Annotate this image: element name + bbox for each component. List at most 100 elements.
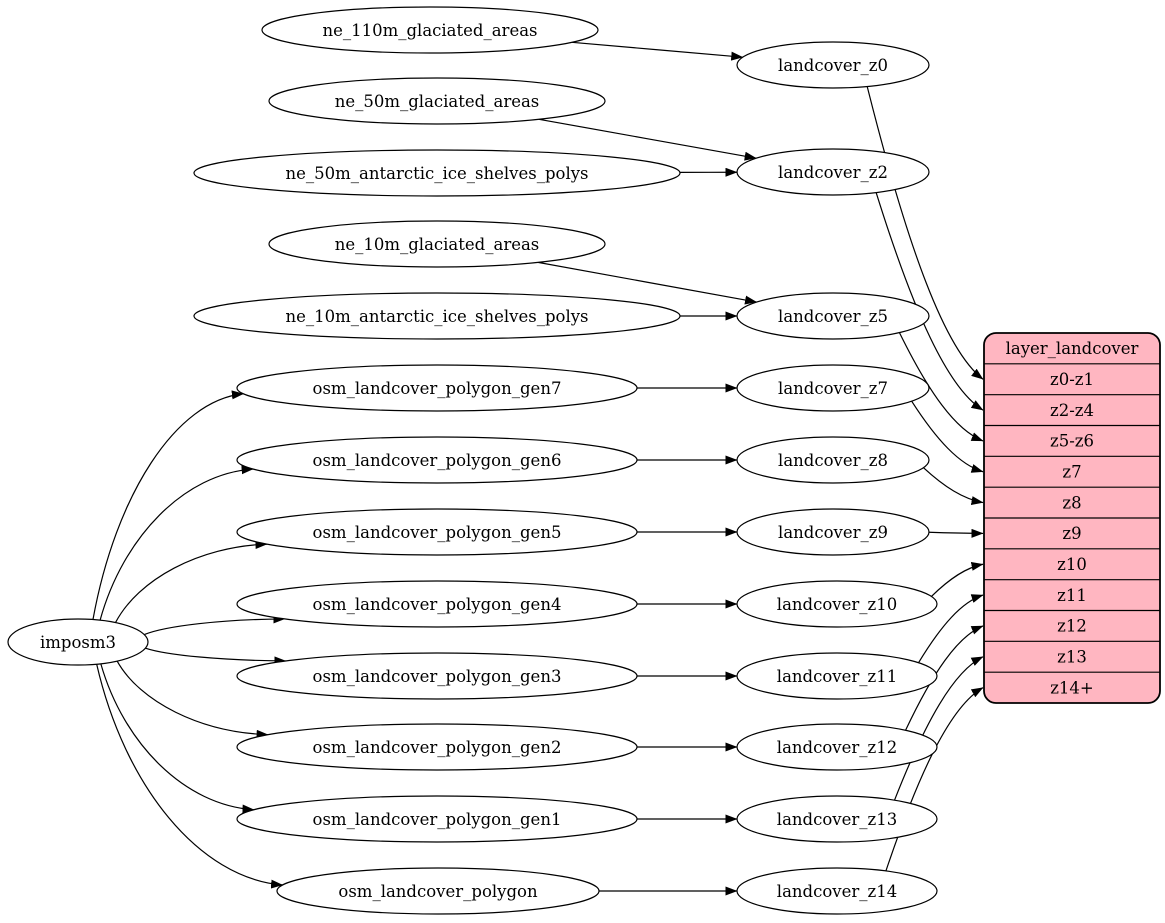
osm_landcover_polygon_gen7-ellipse [236, 364, 638, 412]
osm_landcover_polygon_gen2-label: osm_landcover_polygon_gen2 [313, 738, 562, 757]
edge-landcover_z11-to-z11 [918, 594, 984, 664]
landcover_z10-label: landcover_z10 [777, 595, 897, 614]
node-landcover_z5: landcover_z5 [736, 292, 930, 340]
node-ne_110m_glaciated_areas: ne_110m_glaciated_areas [261, 6, 599, 54]
edge-landcover_z5-to-z5-z6 [898, 332, 984, 442]
table-layer_landcover: layer_landcoverz0-z1z2-z4z5-z6z7z8z9z10z… [983, 332, 1161, 704]
table-row-z9: z9 [1062, 524, 1081, 543]
osm_landcover_polygon-ellipse [276, 867, 600, 915]
ne_50m_antarctic_ice_shelves_polys-label: ne_50m_antarctic_ice_shelves_polys [285, 164, 588, 183]
node-osm_landcover_polygon_gen3: osm_landcover_polygon_gen3 [236, 652, 638, 700]
node-landcover_z2: landcover_z2 [736, 148, 930, 196]
edge-imposm3-to-osm_landcover_polygon_gen7 [92, 390, 244, 620]
edge-imposm3-to-osm_landcover_polygon_gen1 [100, 663, 255, 814]
node-landcover_z13: landcover_z13 [736, 795, 938, 843]
osm_landcover_polygon_gen4-ellipse [236, 580, 638, 628]
landcover_z0-ellipse [736, 41, 930, 89]
table-row-z14+: z14+ [1050, 678, 1094, 697]
landcover_z13-ellipse [736, 795, 938, 843]
osm_landcover_polygon_gen1-ellipse [236, 795, 638, 843]
ne_10m_glaciated_areas-label: ne_10m_glaciated_areas [335, 235, 540, 254]
table-row-z2-z4: z2-z4 [1050, 401, 1094, 420]
landcover_z7-label: landcover_z7 [778, 379, 888, 398]
landcover_z14-ellipse [736, 867, 938, 915]
landcover_z5-ellipse [736, 292, 930, 340]
node-landcover_z0: landcover_z0 [736, 41, 930, 89]
node-landcover_z11: landcover_z11 [736, 652, 938, 700]
table-row-z11: z11 [1057, 586, 1087, 605]
ne_10m_glaciated_areas-ellipse [268, 220, 606, 268]
ne_10m_antarctic_ice_shelves_polys-label: ne_10m_antarctic_ice_shelves_polys [285, 307, 588, 326]
edge-landcover_z12-to-z12 [905, 625, 984, 731]
edge-landcover_z8-to-z8 [923, 467, 984, 505]
node-osm_landcover_polygon_gen6: osm_landcover_polygon_gen6 [236, 436, 638, 484]
imposm3-ellipse [7, 618, 149, 666]
osm_landcover_polygon_gen6-ellipse [236, 436, 638, 484]
osm_landcover_polygon-label: osm_landcover_polygon [338, 882, 538, 901]
osm_landcover_polygon_gen5-label: osm_landcover_polygon_gen5 [313, 523, 562, 542]
node-osm_landcover_polygon_gen2: osm_landcover_polygon_gen2 [236, 723, 638, 771]
node-landcover_z7: landcover_z7 [736, 364, 930, 412]
edge-ne_10m_glaciated_areas-to-landcover_z5 [537, 261, 758, 305]
landcover_z14-label: landcover_z14 [777, 882, 897, 901]
landcover_z13-label: landcover_z13 [777, 810, 897, 829]
ne_110m_glaciated_areas-ellipse [261, 6, 599, 54]
landcover_z9-label: landcover_z9 [778, 523, 888, 542]
node-osm_landcover_polygon_gen4: osm_landcover_polygon_gen4 [236, 580, 638, 628]
landcover_z12-ellipse [736, 723, 938, 771]
table-title: layer_landcover [1006, 339, 1139, 358]
edge-landcover_z0-to-z0-z1 [866, 86, 984, 380]
edge-landcover_z13-to-z13 [893, 656, 984, 801]
edge-ne_50m_glaciated_areas-to-landcover_z2 [538, 118, 757, 161]
edge-landcover_z9-to-z9 [928, 528, 984, 538]
table-row-z10: z10 [1057, 555, 1087, 574]
table-row-z13: z13 [1057, 648, 1087, 667]
node-osm_landcover_polygon_gen5: osm_landcover_polygon_gen5 [236, 508, 638, 556]
osm_landcover_polygon_gen4-label: osm_landcover_polygon_gen4 [313, 595, 562, 614]
edge-imposm3-to-osm_landcover_polygon_gen5 [114, 540, 268, 623]
landcover_z9-ellipse [736, 508, 930, 556]
landcover_z8-ellipse [736, 436, 930, 484]
edge-imposm3-to-osm_landcover_polygon_gen2 [116, 660, 269, 739]
node-osm_landcover_polygon_gen7: osm_landcover_polygon_gen7 [236, 364, 638, 412]
landcover_z11-ellipse [736, 652, 938, 700]
ne_50m_glaciated_areas-label: ne_50m_glaciated_areas [335, 92, 540, 111]
landcover_z7-ellipse [736, 364, 930, 412]
edge-ne_110m_glaciated_areas-to-landcover_z0 [571, 41, 744, 61]
node-landcover_z12: landcover_z12 [736, 723, 938, 771]
node-imposm3: imposm3 [7, 618, 149, 666]
edge-landcover_z10-to-z10 [931, 561, 984, 597]
landcover_z11-label: landcover_z11 [777, 667, 897, 686]
osm_landcover_polygon_gen5-ellipse [236, 508, 638, 556]
edge-imposm3-to-osm_landcover_polygon_gen3 [145, 647, 287, 666]
node-ne_10m_antarctic_ice_shelves_polys: ne_10m_antarctic_ice_shelves_polys [193, 292, 681, 340]
table-row-z0-z1: z0-z1 [1050, 370, 1094, 389]
imposm3-label: imposm3 [40, 633, 116, 652]
table-row-z5-z6: z5-z6 [1050, 432, 1094, 451]
osm_landcover_polygon_gen2-ellipse [236, 723, 638, 771]
ne_50m_antarctic_ice_shelves_polys-ellipse [193, 149, 681, 197]
ne_110m_glaciated_areas-label: ne_110m_glaciated_areas [322, 21, 537, 40]
osm_landcover_polygon_gen3-label: osm_landcover_polygon_gen3 [313, 667, 562, 686]
edge-imposm3-to-osm_landcover_polygon [96, 664, 284, 889]
osm_landcover_polygon_gen3-ellipse [236, 652, 638, 700]
node-ne_50m_glaciated_areas: ne_50m_glaciated_areas [268, 77, 606, 125]
edge-imposm3-to-osm_landcover_polygon_gen4 [144, 614, 286, 636]
edges [92, 41, 984, 896]
node-landcover_z14: landcover_z14 [736, 867, 938, 915]
table-row-z12: z12 [1057, 617, 1087, 636]
landcover_z8-label: landcover_z8 [778, 451, 888, 470]
edge-landcover_z2-to-z2-z4 [875, 192, 984, 411]
node-landcover_z8: landcover_z8 [736, 436, 930, 484]
table-row-z8: z8 [1062, 493, 1081, 512]
ne_50m_glaciated_areas-ellipse [268, 77, 606, 125]
node-osm_landcover_polygon: osm_landcover_polygon [276, 867, 600, 915]
node-ne_10m_glaciated_areas: ne_10m_glaciated_areas [268, 220, 606, 268]
osm_landcover_polygon_gen6-label: osm_landcover_polygon_gen6 [313, 451, 562, 470]
ne_10m_antarctic_ice_shelves_polys-ellipse [193, 292, 681, 340]
node-osm_landcover_polygon_gen1: osm_landcover_polygon_gen1 [236, 795, 638, 843]
node-landcover_z10: landcover_z10 [736, 580, 938, 628]
landcover_z2-ellipse [736, 148, 930, 196]
landcover_z12-label: landcover_z12 [777, 738, 897, 757]
